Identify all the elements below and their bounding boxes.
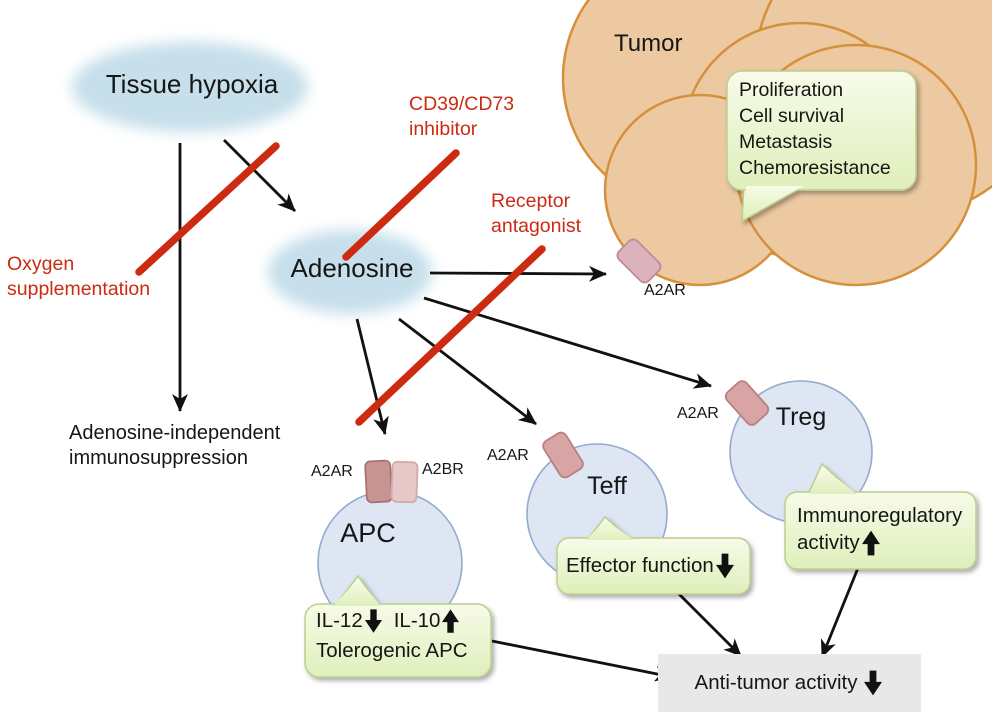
arrow-hypoxia-to-adenosine (223, 139, 296, 212)
adenosine-label: Adenosine (290, 253, 414, 283)
treg-effects-callout-bubble (784, 462, 977, 570)
tumor-effects-callout-text: Proliferation Cell survival Metastasis C… (739, 77, 891, 181)
effector-decrease-arrow-icon (715, 553, 734, 579)
receptor-antagonist-label: Receptor antagonist (491, 189, 581, 239)
apc-effects-line2: Tolerogenic APC (316, 639, 468, 662)
tissue-hypoxia-label: Tissue hypoxia (105, 69, 279, 99)
tumor-effect-line: Cell survival (739, 105, 845, 127)
il10-label: IL-10 (393, 609, 441, 632)
oxygen-supplementation-label: Oxygen supplementation (7, 252, 150, 302)
treg-effects-callout-text: Immunoregulatory activity (797, 502, 962, 556)
adenosine-independent-label: Adenosine-independent immunosuppression (69, 421, 280, 471)
inhibition-lines (135, 142, 546, 426)
adenosine-independent-line2: immunosuppression (69, 447, 248, 469)
tissue-hypoxia-cloud (72, 42, 308, 132)
arrow-treg-to-outcome (820, 567, 860, 658)
arrow-adenosine-to-apc (355, 318, 389, 435)
cd39-cd73-inhibitor-block-line (342, 149, 460, 261)
tumor-a2ar-label: A2AR (644, 282, 686, 299)
adenosine-cloud (268, 230, 432, 314)
adenosine-independent-line1: Adenosine-independent (69, 422, 281, 444)
tumor-effect-line: Chemoresistance (739, 157, 891, 179)
apc-label: APC (340, 518, 396, 548)
apc-a2ar-label: A2AR (311, 463, 353, 480)
treg-a2ar-receptor (724, 380, 770, 426)
teff-effects-callout-text: Effector function (566, 551, 736, 581)
treg-increase-arrow-icon (861, 530, 880, 555)
apc-effects-callout-text: IL-12 IL-10 Tolerogenic APC (316, 606, 468, 666)
cd39-cd73-inhibitor-label: CD39/CD73 inhibitor (409, 92, 514, 142)
teff-a2ar-receptor (542, 431, 584, 479)
teff-effects-callout-bubble (556, 515, 751, 595)
receptor-antagonist-line2: antagonist (491, 215, 581, 237)
anti-tumor-activity-text: Anti-tumor activity (694, 671, 858, 694)
apc-a2br-receptor (390, 460, 419, 504)
tumor-a2ar-receptor (616, 238, 662, 284)
apc-a2ar-receptor (364, 459, 393, 504)
il12-decrease-arrow-icon (364, 609, 382, 633)
cd39-cd73-line2: inhibitor (409, 118, 478, 140)
teff-label: Teff (587, 472, 627, 500)
oxygen-supplementation-line2: supplementation (7, 278, 151, 300)
apc-effects-line1: IL-12 IL-10 (316, 606, 468, 636)
tumor-label: Tumor (614, 30, 683, 57)
apc-a2br-label: A2BR (422, 461, 464, 478)
anti-tumor-decrease-arrow-icon (864, 670, 883, 696)
receptors (364, 238, 770, 504)
arrow-adenosine-to-teff (398, 317, 537, 426)
cd39-cd73-line1: CD39/CD73 (409, 93, 515, 115)
receptor-antagonist-line1: Receptor (491, 190, 571, 212)
treg-a2ar-label: A2AR (677, 405, 719, 422)
arrow-apc-to-outcome (491, 639, 673, 682)
il10-increase-arrow-icon (442, 609, 460, 633)
treg-effects-line1: Immunoregulatory (797, 504, 963, 527)
receptor-antagonist-block-line (355, 245, 546, 426)
tumor-effects-callout-bubble (726, 70, 917, 223)
tumor-effect-line: Metastasis (739, 131, 833, 153)
teff-a2ar-label: A2AR (487, 447, 529, 464)
oxygen-supplementation-block-line (135, 142, 280, 276)
treg-label: Treg (775, 403, 827, 431)
treg-activity-label: activity (797, 531, 860, 554)
il12-label: IL-12 (316, 609, 363, 632)
oxygen-supplementation-line1: Oxygen (7, 253, 75, 275)
treg-effects-line2: activity (797, 529, 962, 556)
apc-effects-callout-bubble (304, 574, 492, 678)
anti-tumor-activity-label: Anti-tumor activity (658, 654, 921, 712)
effector-function-label: Effector function (566, 554, 714, 577)
tumor-effect-line: Proliferation (739, 79, 844, 101)
